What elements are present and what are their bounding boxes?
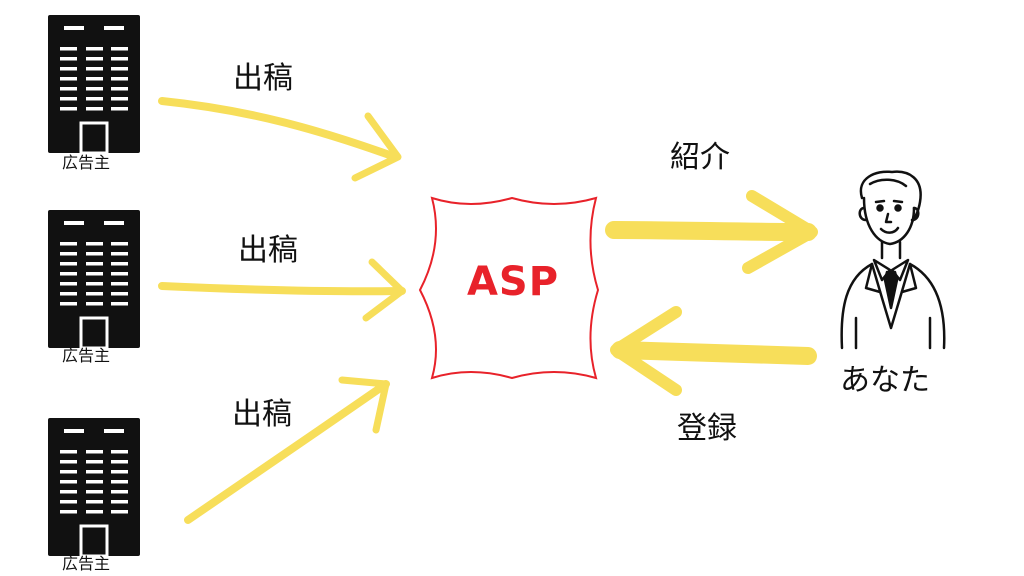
office-building-icon (46, 208, 142, 350)
submit-arrow-2 (158, 258, 406, 322)
submit-arrow-1 (158, 97, 402, 182)
submit-label: 出稿 (238, 233, 298, 268)
register-label: 登録 (677, 411, 737, 446)
asp-label: ASP (466, 259, 560, 305)
office-building-icon (46, 416, 142, 558)
submit-label: 出稿 (232, 397, 292, 432)
advertiser-label: 広告主 (62, 346, 111, 365)
submit-arrow-3 (184, 376, 390, 524)
asp-frame (418, 196, 600, 380)
advertiser-label: 広告主 (62, 554, 111, 573)
advertiser-label: 広告主 (62, 153, 111, 172)
office-building-icon (46, 13, 142, 155)
businessman-icon (840, 170, 946, 350)
introduce-arrow (605, 190, 818, 274)
introduce-label: 紹介 (670, 140, 730, 175)
you-label: あなた (840, 363, 930, 398)
submit-label: 出稿 (233, 61, 293, 96)
register-arrow (610, 306, 817, 396)
